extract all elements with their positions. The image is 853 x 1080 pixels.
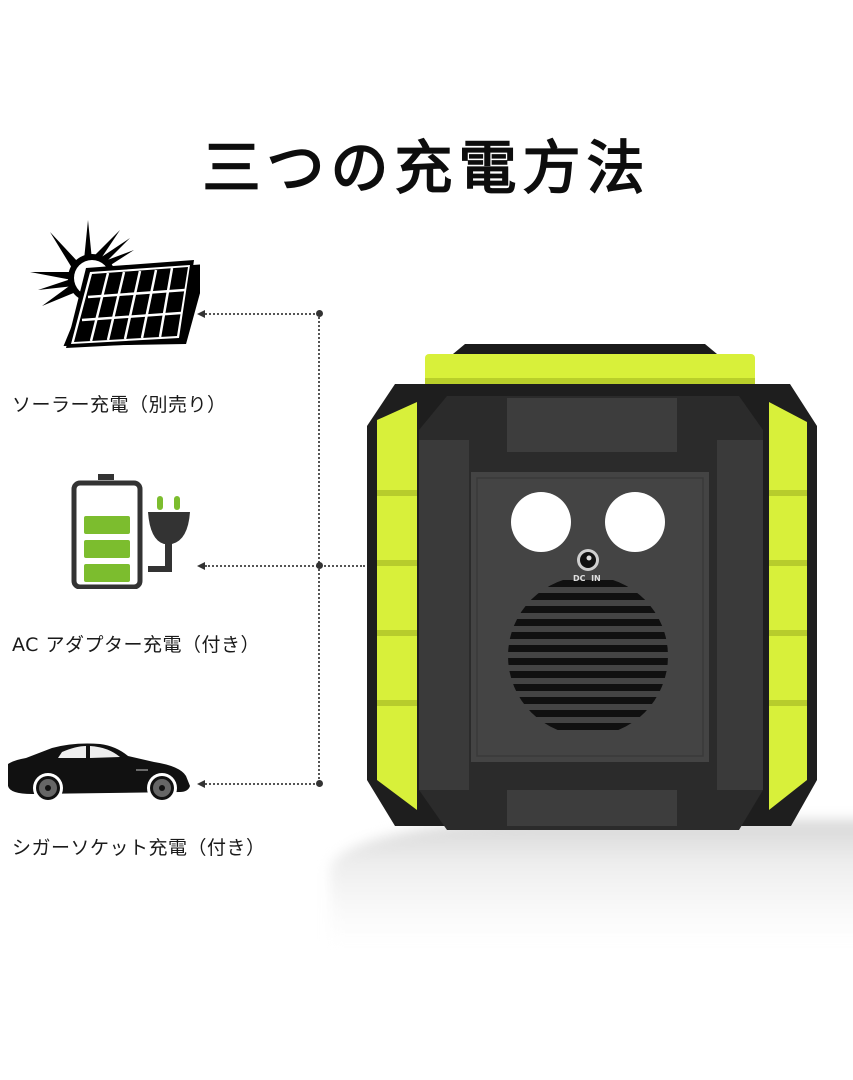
arrow-ac bbox=[197, 562, 205, 570]
connector-dot-solar bbox=[316, 310, 323, 317]
method-label-solar: ソーラー充電（別売り） bbox=[12, 394, 227, 416]
arrow-solar bbox=[197, 310, 205, 318]
arrow-car bbox=[197, 780, 205, 788]
connector-line-solar bbox=[205, 313, 319, 315]
connector-vertical-line bbox=[318, 313, 320, 783]
page-title: 三つの充電方法 bbox=[202, 134, 651, 202]
connector-line-ac bbox=[205, 565, 365, 567]
battery-plug-icon bbox=[70, 474, 200, 590]
dc-in-port-label: DC IN bbox=[573, 574, 601, 583]
connector-dot-ac bbox=[316, 562, 323, 569]
solar-panel-icon bbox=[30, 220, 208, 350]
floor-shadow bbox=[330, 820, 853, 945]
method-label-cigar-socket: シガーソケット充電（付き） bbox=[12, 837, 266, 859]
car-icon bbox=[4, 742, 194, 804]
method-label-ac-adapter: AC アダプター充電（付き） bbox=[12, 634, 260, 656]
connector-line-car bbox=[205, 783, 319, 785]
portable-power-station-image: DC IN bbox=[355, 340, 830, 840]
connector-dot-car bbox=[316, 780, 323, 787]
